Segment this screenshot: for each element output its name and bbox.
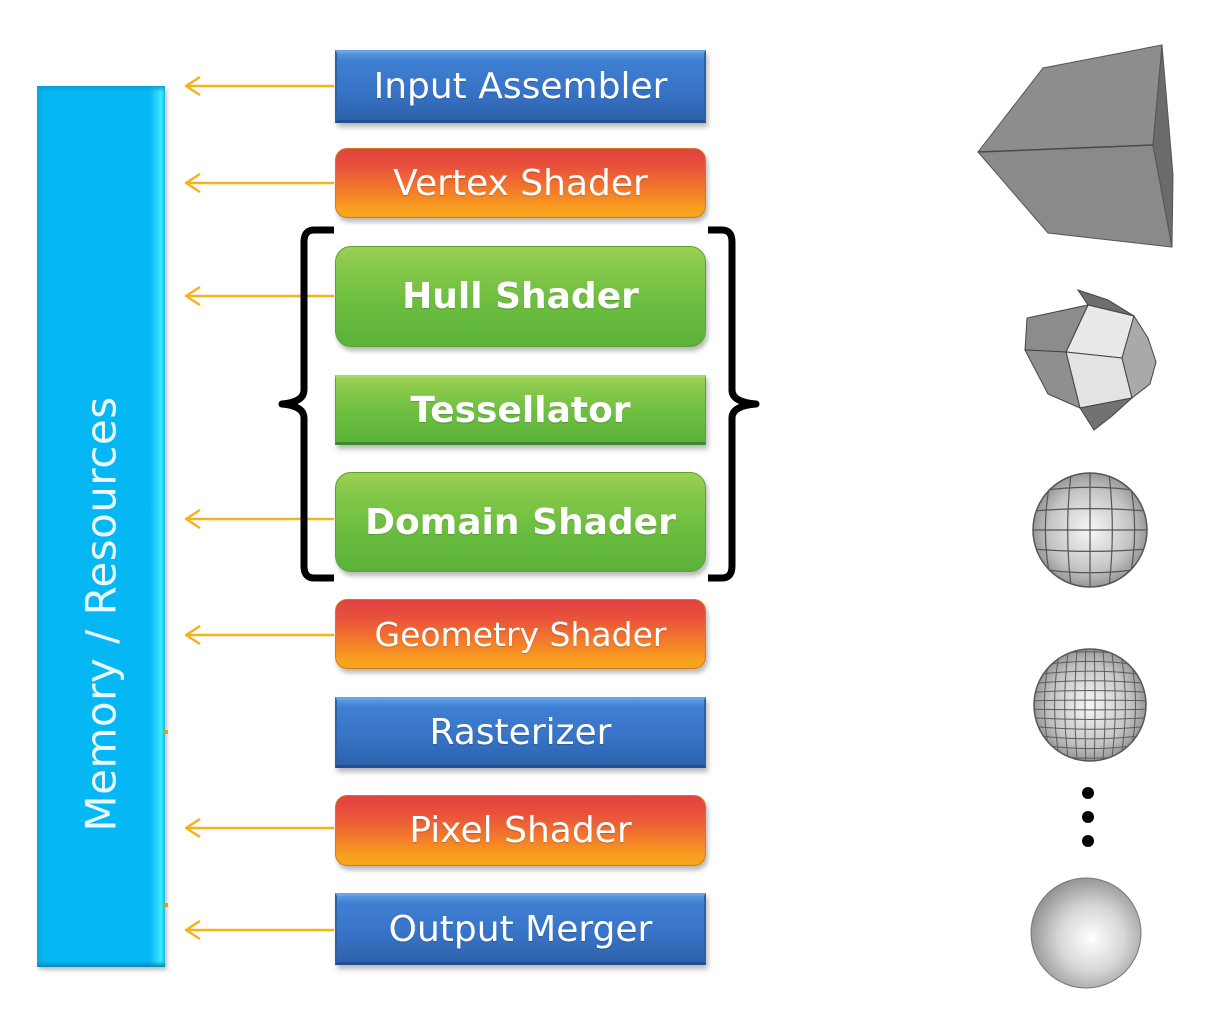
left-curly-bracket <box>278 226 334 582</box>
cube-shape <box>976 44 1174 248</box>
stage-tessellator: Tessellator <box>335 375 706 445</box>
stage-vertex-shader: Vertex Shader <box>335 148 706 218</box>
stage-output-merger: Output Merger <box>335 893 706 965</box>
stage-input-assembler: Input Assembler <box>335 50 706 123</box>
smooth-sphere <box>1030 877 1142 989</box>
dodecahedron-shape <box>1024 289 1157 431</box>
stage-label: Output Merger <box>388 908 653 950</box>
right-curly-bracket <box>708 226 760 582</box>
ellipsis-icon <box>1082 787 1094 847</box>
stage-label: Pixel Shader <box>409 810 632 851</box>
arrow-hull-shader <box>184 285 334 307</box>
stage-label: Input Assembler <box>373 66 668 107</box>
stage-label: Vertex Shader <box>393 162 648 204</box>
stage-label: Domain Shader <box>365 501 676 543</box>
stage-label: Hull Shader <box>402 276 639 317</box>
memory-arrows <box>164 75 334 941</box>
arrow-geometry-shader <box>184 624 334 646</box>
stage-label: Geometry Shader <box>374 614 667 654</box>
memory-tick <box>164 903 168 907</box>
arrow-output-merger <box>184 919 334 941</box>
arrow-input-assembler <box>184 75 334 97</box>
stage-label: Tessellator <box>410 389 631 431</box>
stage-domain-shader: Domain Shader <box>335 472 706 572</box>
arrow-domain-shader <box>184 508 334 530</box>
arrow-pixel-shader <box>184 817 334 839</box>
stage-geometry-shader: Geometry Shader <box>335 599 706 669</box>
stage-pixel-shader: Pixel Shader <box>335 795 706 866</box>
tessellation-shapes <box>976 44 1174 989</box>
memory-tick <box>164 730 168 734</box>
stage-hull-shader: Hull Shader <box>335 246 706 347</box>
high-tessellation-sphere <box>1033 648 1147 762</box>
memory-resources-bar: Memory / Resources <box>37 86 165 967</box>
arrow-vertex-shader <box>184 172 334 194</box>
medium-tessellation-sphere <box>1032 472 1148 588</box>
stage-label: Rasterizer <box>429 712 612 753</box>
stage-rasterizer: Rasterizer <box>335 697 706 768</box>
